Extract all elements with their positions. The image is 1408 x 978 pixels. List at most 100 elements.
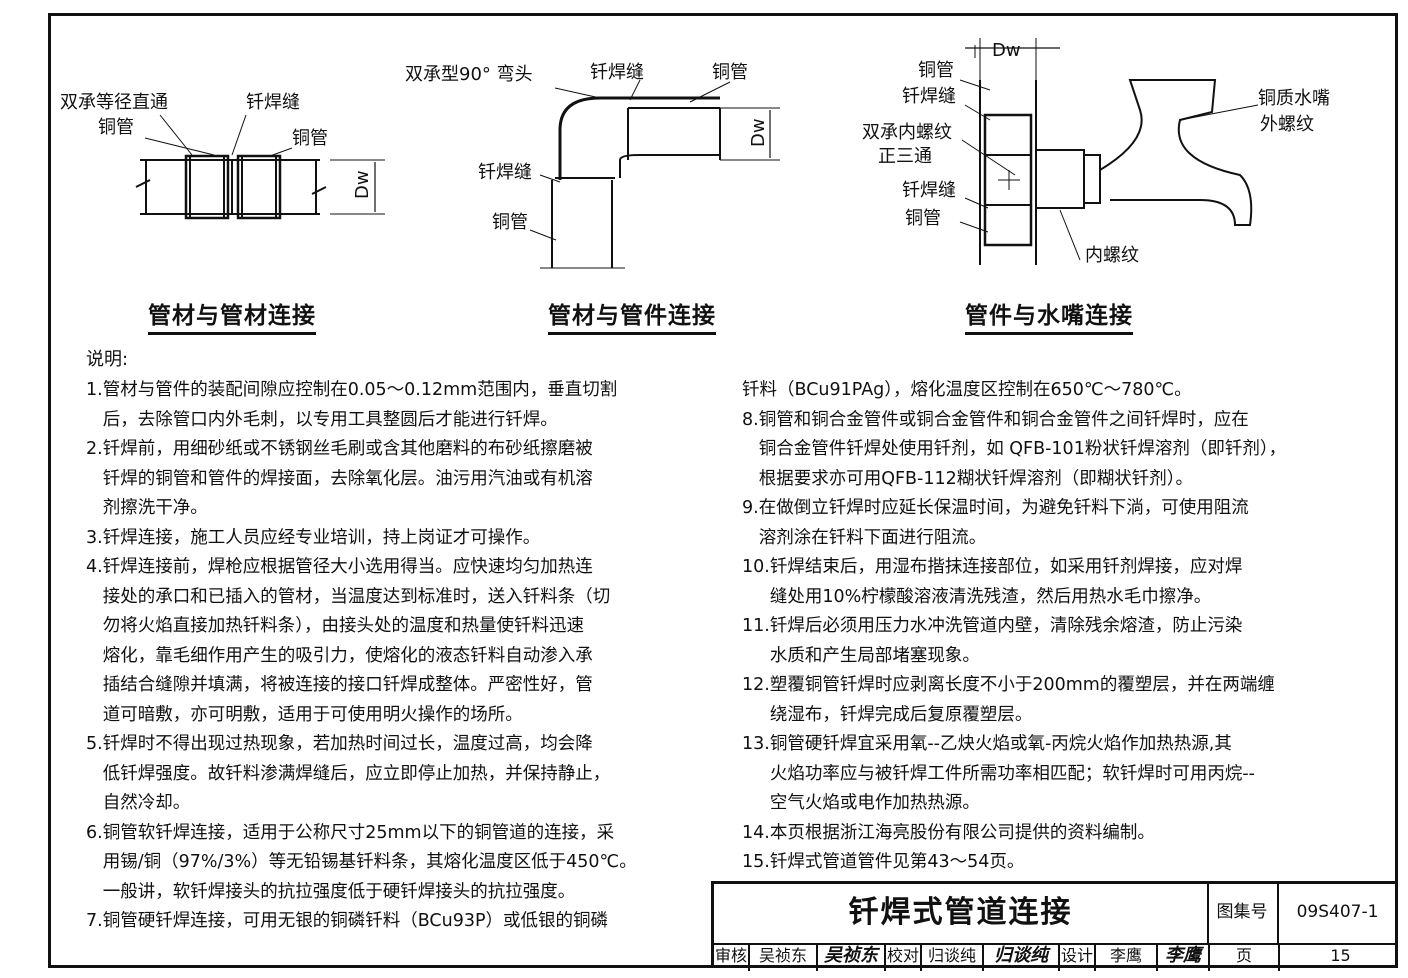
fig3-label-tee-1: 双承内螺纹: [862, 122, 952, 143]
note-number: 9.: [742, 498, 759, 518]
note-line: 火焰功率应与被钎焊工件所需功率相匹配；软钎焊时可用丙烷--: [769, 763, 1255, 784]
note-item: 4.钎焊连接前，焊枪应根据管径大小选用得当。应快速均匀加热连接处的承口和已插入的…: [86, 553, 696, 730]
note-line: 后，去除管口内外毛刺，以专用工具整圆后才能进行钎焊。: [102, 409, 558, 430]
title-block: 钎焊式管道连接 图集号 09S407-1 审核 吴祯东 吴祯东 校对 归谈纯 归…: [711, 881, 1401, 971]
note-number: 12.: [742, 675, 770, 695]
note-item: 14.本页根据浙江海亮股份有限公司提供的资料编制。: [742, 819, 1342, 849]
note-number: 15.: [742, 852, 770, 872]
note-line: 勿将火焰直接加热钎料条），由接头处的温度和热量使钎料迅速: [102, 616, 584, 636]
note-line: 钎焊连接，施工人员应经专业培训，持上岗证才可操作。: [102, 527, 541, 548]
note-item: 12.塑覆铜管钎焊时应剥离长度不小于200mm的覆塑层，并在两端缠绕湿布，钎焊完…: [742, 671, 1342, 730]
note-line: 道可暗敷，亦可明敷，适用于可使用明火操作的场所。: [102, 704, 523, 725]
fig1-drawing: [135, 114, 385, 220]
fig2-label-elbow: 双承型90° 弯头: [405, 64, 533, 85]
note-item: 8.铜管和铜合金管件或铜合金管件和铜合金管件之间钎焊时，应在铜合金管件钎焊处使用…: [742, 406, 1342, 495]
fig3-label-braze-seam-a: 钎焊缝: [902, 86, 956, 107]
note-number: 3.: [86, 527, 103, 548]
note-line: 铜管和铜合金管件或铜合金管件和铜合金管件之间钎焊时，应在: [758, 409, 1249, 430]
note-item: 1.管材与管件的装配间隙应控制在0.05～0.12mm范围内，垂直切割后，去除管…: [86, 376, 696, 435]
notes-left-column: 1.管材与管件的装配间隙应控制在0.05～0.12mm范围内，垂直切割后，去除管…: [86, 376, 696, 937]
fig1-label-copper-pipe-a: 铜管: [98, 117, 134, 138]
note-line: 钎焊结束后，用湿布揩抹连接部位，如采用钎剂焊接，应对焊: [769, 557, 1243, 577]
note-line: 低钎焊强度。故钎料渗满焊缝后，应立即停止加热，并保持静止，: [102, 763, 611, 784]
note-line: 根据要求亦可用QFB-112糊状钎焊溶剂（即糊状钎剂）。: [758, 468, 1194, 489]
note-number: 4.: [86, 557, 103, 577]
fig3-label-external-thread: 外螺纹: [1260, 114, 1314, 135]
note-line: 水质和产生局部堵塞现象。: [769, 645, 980, 666]
note-item: 6.铜管软钎焊连接，适用于公称尺寸25mm以下的铜管道的连接，采用锡/铜（97%…: [86, 819, 696, 908]
set-number-value: 09S407-1: [1277, 884, 1398, 945]
note-line: 一般讲，软钎焊接头的抗拉强度低于硬钎焊接头的抗拉强度。: [102, 881, 576, 902]
design-label: 设计: [1060, 943, 1096, 971]
note-number: 14.: [742, 822, 770, 843]
reviewer-signature: 吴祯东: [818, 943, 886, 971]
note-item: 2.钎焊前，用细砂纸或不锈钢丝毛刷或含其他磨料的布砂纸擦磨被钎焊的铜管和管件的焊…: [86, 435, 696, 524]
page-label: 页: [1210, 943, 1280, 971]
designer-name: 李鹰: [1096, 943, 1158, 971]
note-number: 6.: [86, 822, 103, 843]
fig3-label-tee-2: 正三通: [878, 146, 932, 167]
note-line: 铜管软钎焊连接，适用于公称尺寸25mm以下的铜管道的连接，采: [102, 822, 615, 843]
fig1-label-dw: Dw: [352, 170, 373, 199]
fig3-label-internal-thread: 内螺纹: [1085, 245, 1139, 266]
note-line: 钎焊前，用细砂纸或不锈钢丝毛刷或含其他磨料的布砂纸擦磨被: [102, 439, 593, 459]
fig2-drawing: [529, 79, 780, 269]
note-line: 本页根据浙江海亮股份有限公司提供的资料编制。: [769, 822, 1155, 843]
note-line: 自然冷却。: [102, 793, 191, 813]
note-number: 7.: [86, 911, 103, 931]
note-number: 2.: [86, 439, 103, 459]
note-line: 钎焊式管道管件见第43～54页。: [769, 852, 1025, 872]
fig3-caption: 管件与水嘴连接: [965, 296, 1133, 335]
fig1-caption: 管材与管材连接: [148, 296, 316, 335]
note-line: 钎焊时不得出现过热现象，若加热时间过长，温度过高，均会降: [102, 734, 593, 754]
note-item: 11.钎焊后必须用压力水冲洗管道内壁，清除残余熔渣，防止污染水质和产生局部堵塞现…: [742, 612, 1342, 671]
note-line: 铜管硬钎焊宜采用氧--乙炔火焰或氧-丙烷火焰作加热热源,其: [769, 734, 1232, 754]
note-line: 塑覆铜管钎焊时应剥离长度不小于200mm的覆塑层，并在两端缠: [769, 675, 1275, 695]
note-line: 钎焊后必须用压力水冲洗管道内壁，清除残余熔渣，防止污染: [769, 616, 1243, 636]
note-item: 3.钎焊连接，施工人员应经专业培训，持上岗证才可操作。: [86, 524, 696, 554]
note-line: 铜管硬钎焊连接，可用无银的铜磷钎料（BCu93P）或低银的铜磷: [102, 911, 609, 931]
note-line: 绕湿布，钎焊完成后复原覆塑层。: [769, 704, 1033, 725]
review-label: 审核: [714, 943, 750, 971]
fig2-label-dw: Dw: [748, 118, 769, 147]
fig1-label-coupling: 双承等径直通: [60, 92, 168, 113]
signature-row: 审核 吴祯东 吴祯东 校对 归谈纯 归谈纯 设计 李鹰 李鹰 页 15: [714, 943, 1401, 971]
note-line: 钎料（BCu91PAg），熔化温度区控制在650℃～780℃。: [742, 380, 1192, 400]
drawing-frame: [48, 13, 1398, 968]
fig3-label-faucet: 铜质水嘴: [1258, 88, 1330, 109]
note-line: 钎焊连接前，焊枪应根据管径大小选用得当。应快速均匀加热连: [102, 557, 593, 577]
note-line: 接处的承口和已插入的管材，当温度达到标准时，送入钎料条（切: [102, 586, 611, 607]
designer-signature: 李鹰: [1158, 943, 1210, 971]
note-item: 13.铜管硬钎焊宜采用氧--乙炔火焰或氧-丙烷火焰作加热热源,其火焰功率应与被钎…: [742, 730, 1342, 819]
fig1-label-copper-pipe-b: 铜管: [292, 128, 328, 149]
note-line: 钎焊的铜管和管件的焊接面，去除氧化层。油污用汽油或有机溶: [102, 468, 593, 489]
note-item: 9.在做倒立钎焊时应延长保温时间，为避免钎料下淌，可使用阻流溶剂涂在钎料下面进行…: [742, 494, 1342, 553]
note-item: 5.钎焊时不得出现过热现象，若加热时间过长，温度过高，均会降低钎焊强度。故钎料渗…: [86, 730, 696, 819]
figure-drawings: 双承等径直通 铜管 钎焊缝 铜管 Dw 双承型90° 弯头 钎焊缝 铜管 Dw …: [60, 38, 1330, 269]
note-number: 10.: [742, 557, 770, 577]
fig3-drawing: [959, 38, 1259, 265]
fig1-label-braze-seam: 钎焊缝: [246, 92, 300, 113]
note-item: 10.钎焊结束后，用湿布揩抹连接部位，如采用钎剂焊接，应对焊缝处用10%柠檬酸溶…: [742, 553, 1342, 612]
note-number: 1.: [86, 380, 103, 400]
fig3-label-copper-pipe-b: 铜管: [905, 208, 941, 229]
fig3-label-copper-pipe-a: 铜管: [918, 60, 954, 81]
note-line: 空气火焰或电作加热热源。: [769, 793, 980, 813]
set-number-label: 图集号: [1207, 884, 1279, 945]
note-item: 7.铜管硬钎焊连接，可用无银的铜磷钎料（BCu93P）或低银的铜磷: [86, 907, 696, 937]
note-line: 溶剂涂在钎料下面进行阻流。: [758, 527, 987, 548]
note-line: 插结合缝隙并填满，将被连接的接口钎焊成整体。严密性好，管: [102, 675, 593, 695]
checker-signature: 归谈纯: [984, 943, 1060, 971]
fig3-label-dw: Dw: [992, 40, 1021, 61]
note-number: 5.: [86, 734, 103, 754]
note-line: 剂擦洗干净。: [102, 498, 208, 518]
page-number: 15: [1330, 946, 1351, 965]
checker-name: 归谈纯: [922, 943, 984, 971]
note-line: 熔化，靠毛细作用产生的吸引力，使熔化的液态钎料自动渗入承: [102, 645, 593, 666]
fig2-label-braze-seam-a: 钎焊缝: [590, 62, 644, 83]
fig3-label-braze-seam-b: 钎焊缝: [902, 180, 956, 201]
note-item: 钎料（BCu91PAg），熔化温度区控制在650℃～780℃。: [742, 376, 1342, 406]
fig2-label-copper-pipe-a: 铜管: [712, 62, 748, 83]
note-line: 管材与管件的装配间隙应控制在0.05～0.12mm范围内，垂直切割: [102, 380, 618, 400]
fig2-label-braze-seam-b: 钎焊缝: [478, 162, 532, 183]
